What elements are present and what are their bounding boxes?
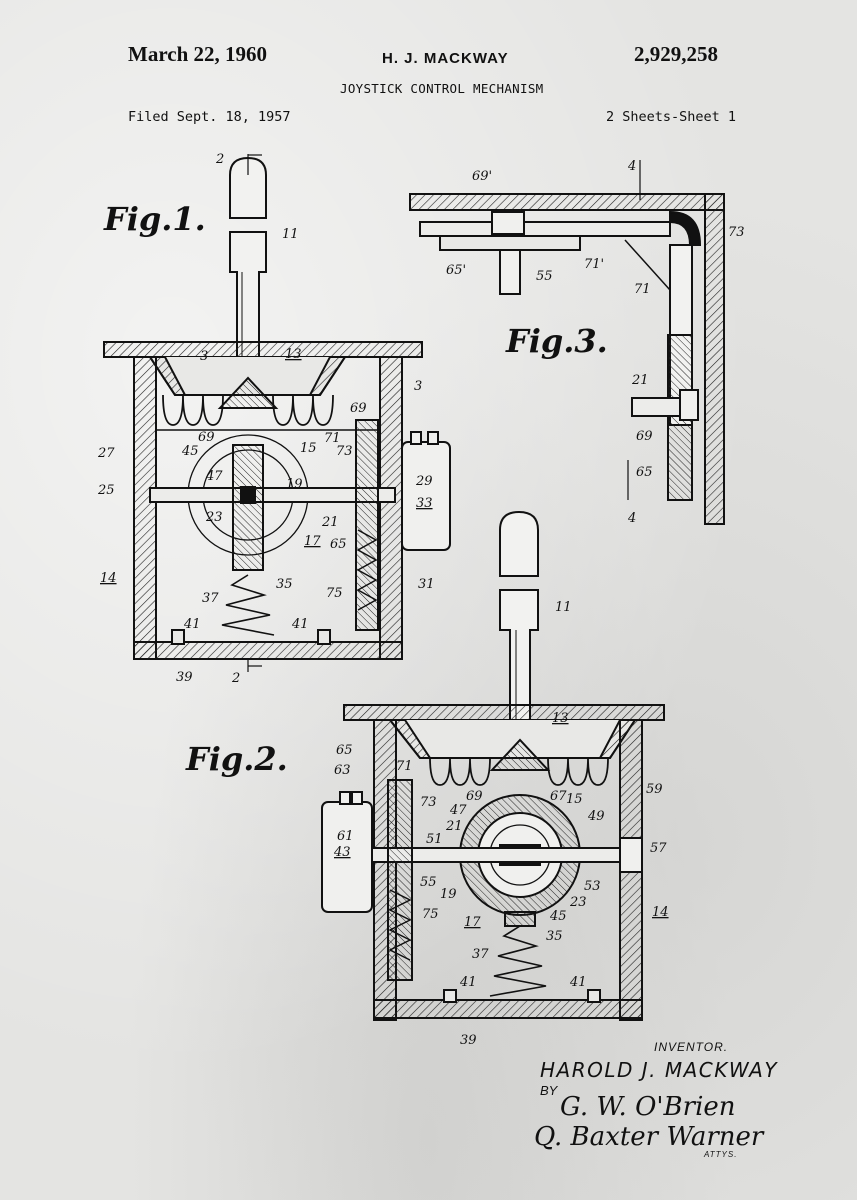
- patent-number: 2,929,258: [634, 42, 718, 66]
- ref-11: 11: [555, 600, 572, 615]
- attorney-signature-2: Q. Baxter Warner: [534, 1122, 764, 1152]
- ref-15: 15: [566, 792, 583, 807]
- ref-71: 71: [634, 282, 651, 297]
- patent-date: March 22, 1960: [128, 42, 268, 66]
- ref-71: 71: [324, 431, 341, 446]
- ref-43: 43: [333, 845, 351, 860]
- ref-35: 35: [276, 577, 293, 592]
- figure-3-drawing: [409, 160, 725, 525]
- ref-47: 47: [205, 469, 223, 484]
- ref-69: 69: [636, 429, 653, 444]
- ref-41: 41: [291, 617, 309, 632]
- ref-14: 14: [100, 571, 117, 586]
- attorneys-label: ATTYS.: [704, 1150, 738, 1159]
- inventor-name: HAROLD J. MACKWAY: [540, 1058, 779, 1082]
- figure-1-drawing: [103, 154, 451, 672]
- ref-23: 23: [569, 895, 587, 910]
- ref-47: 47: [449, 803, 467, 818]
- ref-27: 27: [97, 446, 115, 461]
- ref-29: 29: [415, 474, 433, 489]
- ref-25: 25: [97, 483, 115, 498]
- ref-45: 45: [549, 909, 567, 924]
- ref-13: 13: [285, 347, 302, 362]
- ref-15: 15: [300, 441, 317, 456]
- ref-41: 41: [569, 975, 587, 990]
- ref-21: 21: [321, 515, 339, 530]
- ref-45: 45: [181, 444, 199, 459]
- filed-date: Filed Sept. 18, 1957: [128, 109, 291, 125]
- ref-65: 65: [336, 743, 353, 758]
- ref-71: 71: [396, 759, 413, 774]
- inventor-label: INVENTOR.: [654, 1040, 729, 1054]
- patent-title: JOYSTICK CONTROL MECHANISM: [340, 81, 544, 96]
- ref-65: 65: [330, 537, 347, 552]
- ref-67: 67: [550, 789, 567, 804]
- ref-71-prime: 71': [584, 257, 604, 272]
- ref-73: 73: [420, 795, 437, 810]
- ref-4: 4: [627, 511, 636, 526]
- ref-41: 41: [459, 975, 477, 990]
- ref-65-prime: 65': [446, 263, 466, 278]
- ref-37: 37: [202, 591, 219, 606]
- figure-1-reference-numerals: 2 11 13 3 3 69 69 45 15 71 73 27 47 19 2…: [97, 152, 435, 686]
- ref-3: 3: [414, 379, 422, 394]
- ref-31: 31: [418, 577, 435, 592]
- ref-57: 57: [650, 841, 667, 856]
- ref-73: 73: [336, 444, 353, 459]
- by-label: BY: [540, 1083, 558, 1098]
- ref-69: 69: [466, 789, 483, 804]
- ref-35: 35: [546, 929, 563, 944]
- ref-55: 55: [536, 269, 553, 284]
- inventor-header: H. J. MACKWAY: [382, 50, 509, 67]
- ref-2: 2: [231, 671, 240, 686]
- ref-33: 33: [416, 496, 433, 511]
- ref-59: 59: [646, 782, 663, 797]
- ref-21: 21: [445, 819, 463, 834]
- figure-1-label: Fig.1.: [104, 200, 206, 238]
- ref-69-prime: 69': [472, 169, 492, 184]
- figure-3-label: Fig.3.: [506, 322, 608, 360]
- ref-19: 19: [286, 477, 303, 492]
- ref-49: 49: [587, 809, 605, 824]
- ref-4: 4: [627, 159, 636, 174]
- ref-3: 3: [200, 349, 208, 364]
- ref-23: 23: [205, 510, 223, 525]
- ref-65: 65: [636, 465, 653, 480]
- ref-2: 2: [215, 152, 224, 167]
- attorney-signature-1: G. W. O'Brien: [560, 1092, 736, 1122]
- ref-73: 73: [728, 225, 745, 240]
- figure-3-reference-numerals: 4 69' 73 65' 55 71' 71 21 69 65 4: [446, 159, 745, 526]
- sheet-count: 2 Sheets-Sheet 1: [606, 109, 737, 125]
- ref-21: 21: [631, 373, 649, 388]
- ref-63: 63: [334, 763, 351, 778]
- figure-2-reference-numerals: 11 13 65 63 71 69 67 15 59 73 47 21 49 6…: [333, 600, 669, 1048]
- ref-69: 69: [198, 430, 215, 445]
- figure-2-label: Fig.2.: [186, 740, 288, 778]
- ref-17: 17: [304, 534, 321, 549]
- ref-17: 17: [464, 915, 481, 930]
- ref-39: 39: [176, 670, 193, 685]
- ref-69: 69: [350, 401, 367, 416]
- ref-41: 41: [183, 617, 201, 632]
- ref-55: 55: [420, 875, 437, 890]
- ref-75: 75: [326, 586, 343, 601]
- ref-37: 37: [472, 947, 489, 962]
- ref-61: 61: [337, 829, 354, 844]
- ref-11: 11: [282, 227, 299, 242]
- ref-13: 13: [552, 711, 569, 726]
- ref-19: 19: [440, 887, 457, 902]
- ref-75: 75: [422, 907, 439, 922]
- figure-2-drawing: [321, 510, 665, 1021]
- ref-14: 14: [652, 905, 669, 920]
- ref-53: 53: [584, 879, 601, 894]
- ref-51: 51: [426, 832, 443, 847]
- ref-39: 39: [460, 1033, 477, 1048]
